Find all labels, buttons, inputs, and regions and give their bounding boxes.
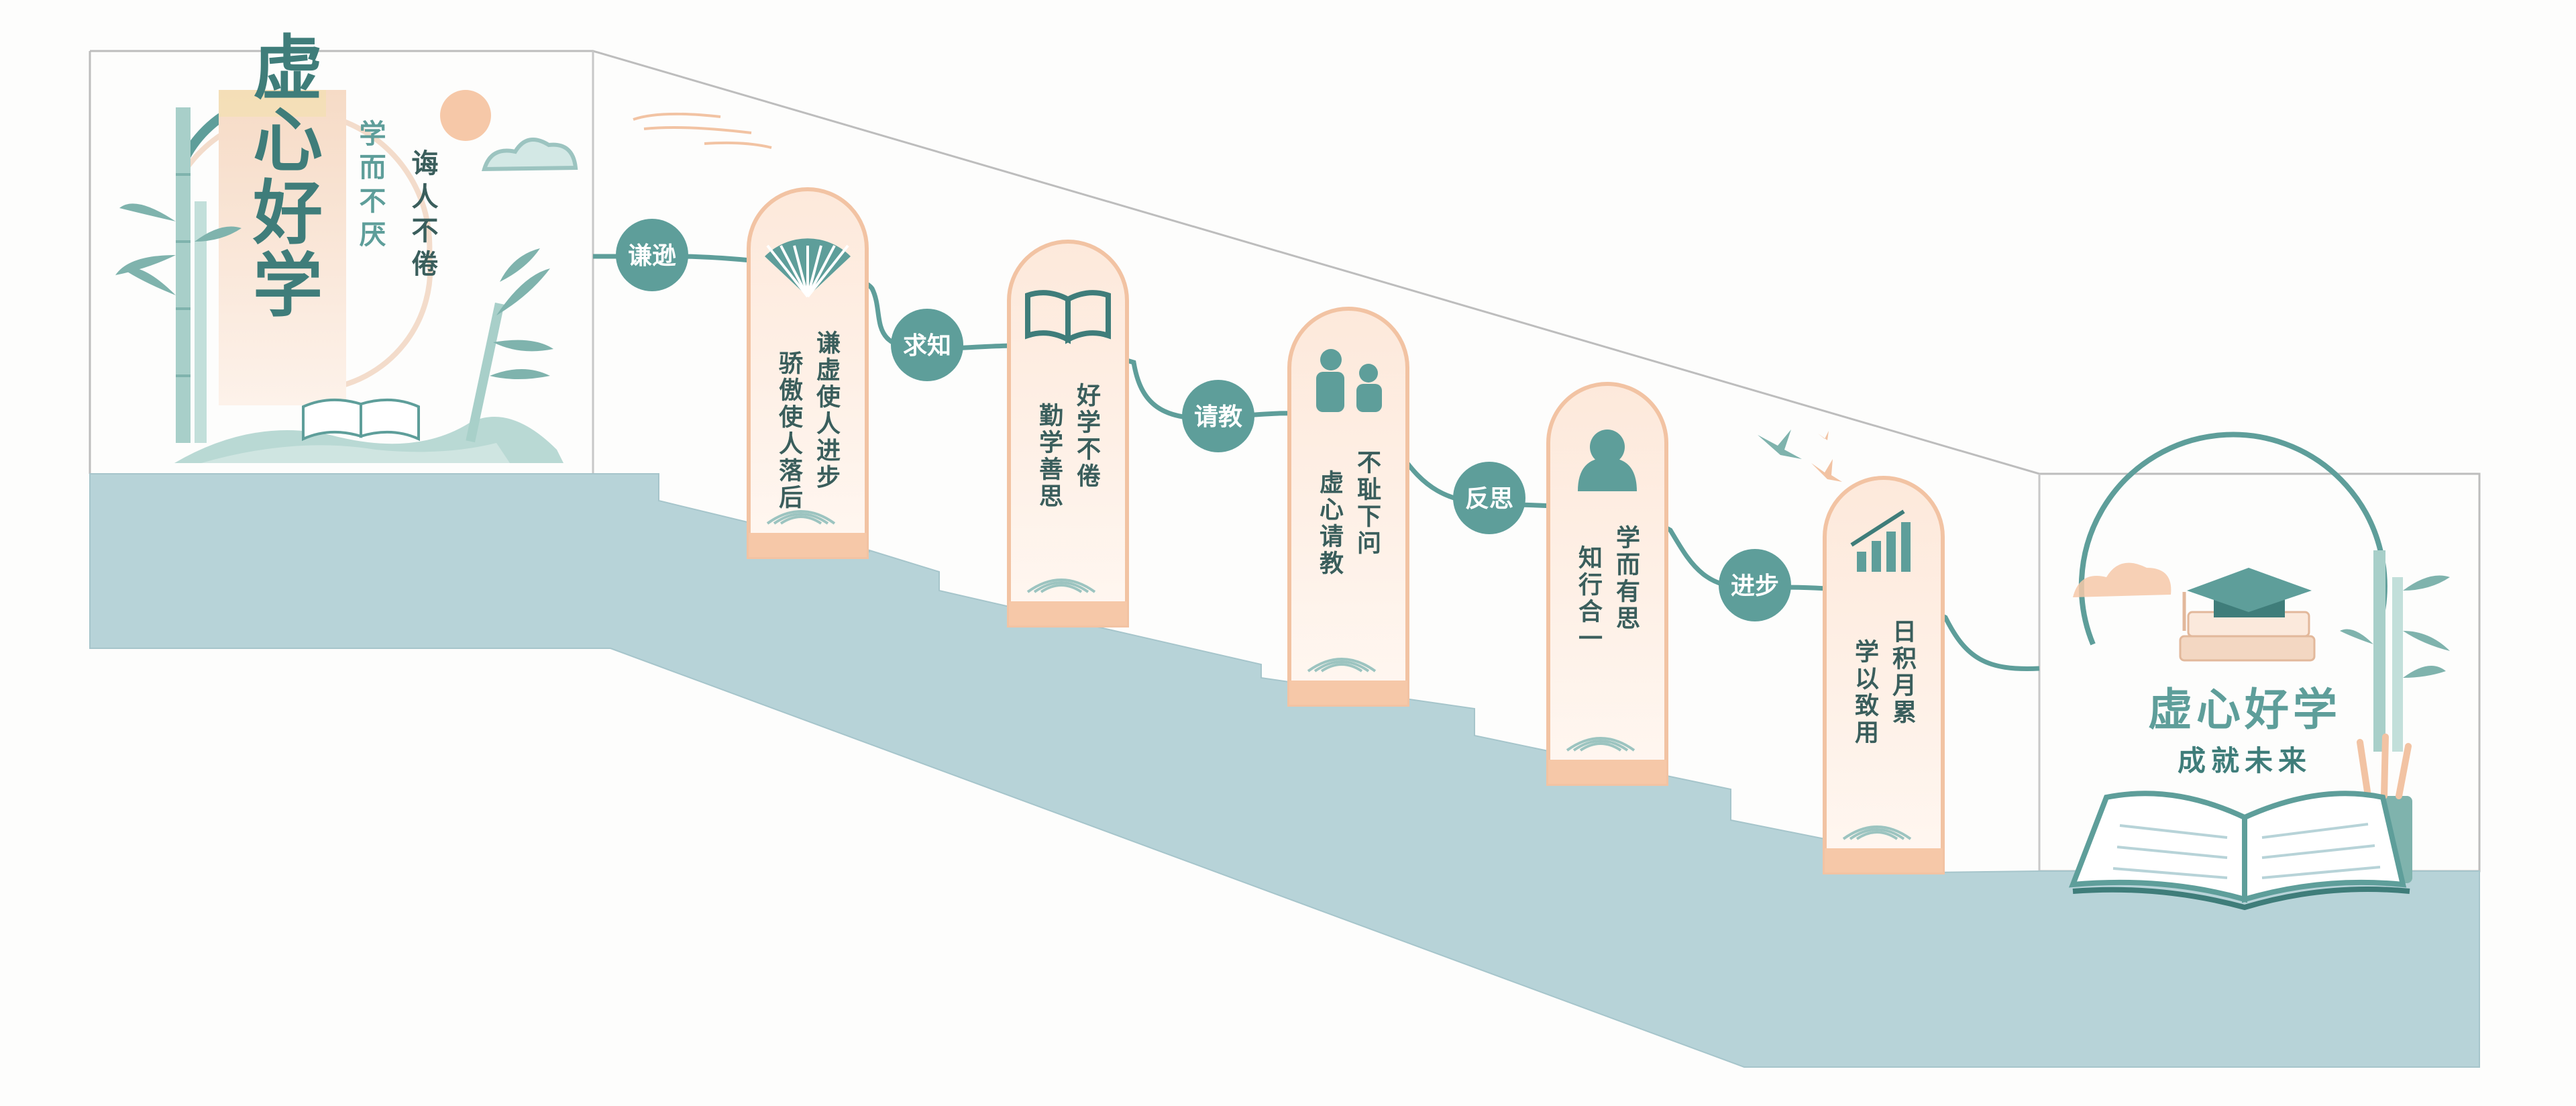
milestone-label-text: 求知 [903,332,951,360]
swirl-cloud-icon [633,112,772,149]
right-subtitle: 成就未来 [2178,744,2312,777]
book-stack-icon [2179,611,2316,662]
milestone-label-1: 谦逊 [616,219,688,291]
arch-panel [747,187,869,559]
title-banner [219,90,346,405]
arch-base [1825,848,1943,872]
sun-icon [440,90,491,141]
thinking-person-icon [1578,430,1637,491]
milestone-label-text: 反思 [1465,485,1513,513]
growth-chart-icon [1850,509,1911,572]
arch-panel [1823,476,1945,874]
bamboo-icon [2340,550,2450,752]
arch-base [1548,760,1666,784]
wave-pattern-icon [1566,737,1635,752]
milestone-label-4: 反思 [1453,462,1525,534]
wave-pattern-icon [1307,658,1377,672]
bird-icons [1758,430,1842,482]
cloud-icon [481,138,578,172]
milestone-text-right: 谦虚使人进步 [812,330,841,491]
milestone-label-2: 求知 [891,309,963,381]
frame-circle [2078,432,2387,646]
milestone-text-right: 好学不倦 [1073,383,1102,490]
bamboo-left-icon [115,107,241,443]
milestone-label-text: 进步 [1731,572,1779,600]
right-panel: 虚心好学 成就未来 [2068,432,2450,911]
milestone-text-left: 学以致用 [1851,638,1879,746]
bamboo-right-icon [466,248,553,443]
open-book-icon [302,398,420,442]
milestone-text-left: 骄傲使人落后 [775,350,803,511]
graduation-cap-icon [2182,568,2312,631]
milestone-label-5: 进步 [1719,549,1791,621]
arch-panel [1546,382,1668,786]
milestone-text-left: 勤学善思 [1035,403,1063,510]
left-title: 虚心好学 [241,31,323,321]
big-open-book-icon [2068,791,2410,911]
arch-base [749,533,867,557]
milestone-label-text: 请教 [1194,403,1242,431]
left-motto: 诲人不倦 [407,149,439,283]
open-book-icon [1025,290,1111,344]
wave-pattern-icon [1842,825,1912,840]
milestone-text-left: 虚心请教 [1316,470,1344,577]
milestones: 谦虚使人进步骄傲使人落后谦逊好学不倦勤学善思求知不耻下问虚心请教请教学而有思知行… [616,187,1945,874]
arch-base [1289,681,1407,705]
teacher-student-icon [1316,349,1382,412]
arch-base [1009,601,1127,625]
milestone-text-right: 学而有思 [1612,524,1640,632]
left-panel: 虚心好学 学而不厌 诲人不倦 [115,31,578,463]
arch-panel [1007,240,1129,627]
milestone-text-right: 日积月累 [1888,619,1917,726]
milestone-label-text: 谦逊 [628,242,676,270]
wave-pattern-icon [766,510,836,525]
milestone-text-right: 不耻下问 [1353,450,1381,557]
staircase [89,473,2480,1068]
milestone-label-3: 请教 [1182,380,1254,452]
arch-panel [1287,307,1409,707]
right-title: 虚心好学 [2148,683,2341,736]
wave-pattern-icon [1026,579,1096,593]
milestone-text-left: 知行合一 [1574,545,1603,652]
auspicious-cloud-icon [2073,562,2171,597]
folding-fan-icon [765,238,851,298]
left-subtitle: 学而不厌 [355,119,386,254]
